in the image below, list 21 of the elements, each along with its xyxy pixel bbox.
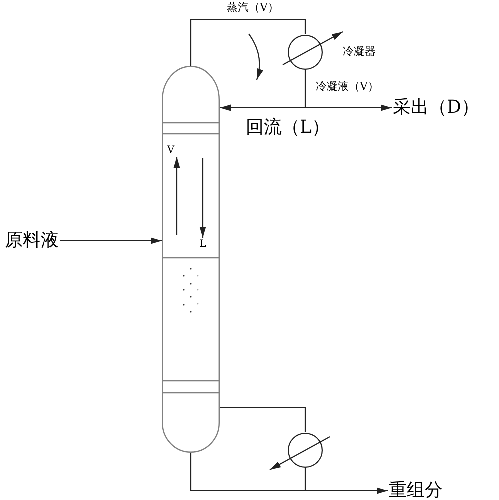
flow-label: L xyxy=(200,239,206,251)
flow-arrow xyxy=(306,104,392,112)
equipment-label: 冷凝器 xyxy=(343,46,376,58)
flow-line xyxy=(304,468,306,491)
flow-line xyxy=(190,453,306,492)
flow-label: V xyxy=(167,145,175,157)
flow-label: 冷凝液（V） xyxy=(316,80,379,94)
stream-label: 原料液 xyxy=(5,230,59,252)
edge-label: 回流（L） xyxy=(246,118,330,138)
flow-arrow xyxy=(60,238,162,244)
flow-line xyxy=(220,407,306,432)
flow-line xyxy=(190,19,306,66)
flow-line xyxy=(304,70,306,108)
edge-label: 蒸汽（V） xyxy=(227,2,279,14)
flow-arrow xyxy=(306,488,388,494)
heat-exchanger-symbol xyxy=(288,34,323,70)
flow-arrow xyxy=(220,104,306,112)
stream-label: 重组分 xyxy=(389,480,443,500)
heat-exchanger-symbol xyxy=(288,432,323,468)
stream-label: 采出（D） xyxy=(393,98,480,118)
distillation-column xyxy=(162,66,220,453)
